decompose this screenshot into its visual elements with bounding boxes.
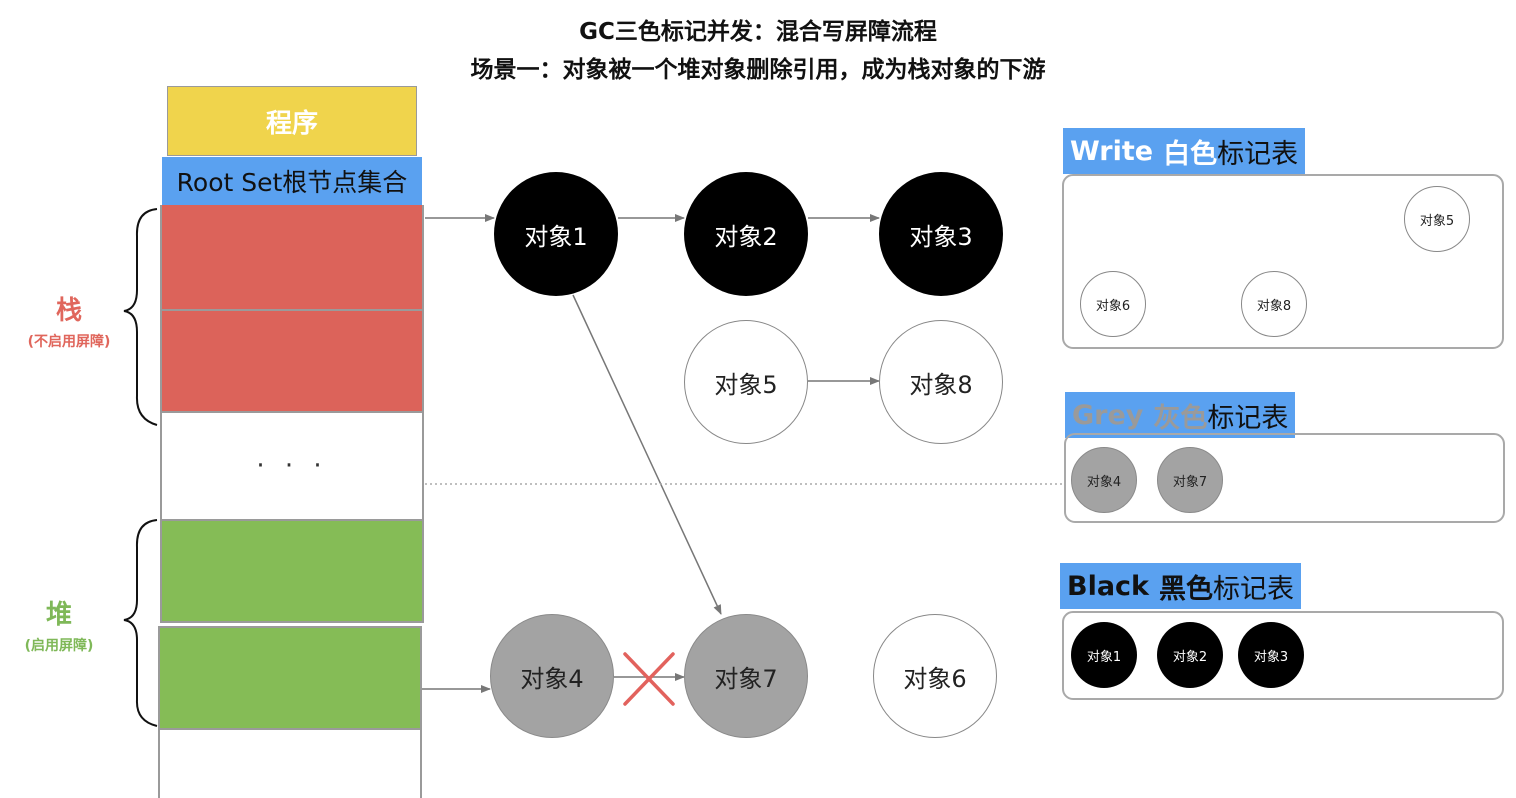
node-obj1: 对象1 (494, 172, 618, 296)
node-obj7: 对象7 (684, 614, 808, 738)
grey-table-header-color: 灰色 (1153, 402, 1208, 434)
heap-cell-empty (158, 728, 422, 798)
grey-table-item: 对象7 (1157, 447, 1223, 513)
node-obj6: 对象6 (873, 614, 997, 738)
white-table-header-color: 白色 (1163, 138, 1218, 170)
white-table-item: 对象5 (1404, 186, 1470, 252)
node-obj4: 对象4 (490, 614, 614, 738)
white-table-item: 对象8 (1241, 271, 1307, 337)
node-obj8: 对象8 (879, 320, 1003, 444)
black-table (1062, 611, 1504, 700)
white-table-item: 对象6 (1080, 271, 1146, 337)
grey-table-header-en: Grey (1072, 399, 1144, 431)
heap-brace (123, 519, 158, 727)
white-table (1062, 174, 1504, 349)
deleted-reference-cross (623, 652, 675, 706)
heap-label: 堆 (启用屏障) (10, 594, 108, 655)
ellipsis-cell: · · · (160, 411, 424, 521)
black-table-item: 对象1 (1071, 622, 1137, 688)
black-table-header: Black 黑色 标记表 (1060, 563, 1302, 609)
edge-obj1-obj7 (572, 294, 722, 615)
grey-table-header: Grey 灰色 标记表 (1065, 392, 1296, 438)
diagram-subtitle: 场景一：对象被一个堆对象删除引用，成为栈对象的下游 (470, 57, 1046, 83)
black-table-header-en: Black (1067, 570, 1150, 602)
root-set-box: Root Set根节点集合 (162, 157, 422, 205)
black-table-item: 对象2 (1157, 622, 1223, 688)
black-table-header-suffix: 标记表 (1213, 573, 1295, 605)
heap-cell (160, 519, 424, 623)
black-table-item: 对象3 (1238, 622, 1304, 688)
node-obj5: 对象5 (684, 320, 808, 444)
program-box: 程序 (167, 86, 417, 156)
heap-label-main: 堆 (45, 600, 72, 630)
node-obj3: 对象3 (879, 172, 1003, 296)
grey-table-item: 对象4 (1071, 447, 1137, 513)
white-table-header-suffix: 标记表 (1217, 138, 1299, 170)
node-obj2: 对象2 (684, 172, 808, 296)
stack-cell (160, 309, 424, 413)
heap-label-note: (启用屏障) (24, 638, 94, 654)
white-table-header-en: Write (1070, 135, 1154, 167)
stack-label: 栈 (不启用屏障) (10, 290, 128, 351)
grey-table-header-suffix: 标记表 (1207, 402, 1289, 434)
grey-table (1064, 433, 1505, 523)
diagram-title: GC三色标记并发：混合写屏障流程 (579, 19, 937, 45)
black-table-header-color: 黑色 (1159, 573, 1214, 605)
white-table-header: Write 白色 标记表 (1063, 128, 1306, 174)
stack-brace (123, 208, 158, 426)
stack-label-main: 栈 (55, 296, 82, 326)
stack-label-note: (不启用屏障) (27, 334, 111, 350)
